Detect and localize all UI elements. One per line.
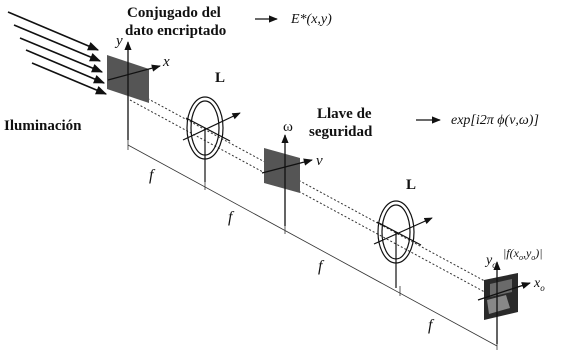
plate1-x-axis bbox=[107, 64, 161, 81]
output-intensity-expression: |f(xo,yo)| bbox=[503, 246, 543, 262]
conjugate-label-line2: dato encriptado bbox=[125, 23, 226, 39]
axis-label-yo: yo bbox=[484, 253, 497, 270]
axis-label-nu: ν bbox=[316, 153, 323, 169]
key-expression: exp[i2π ϕ(ν,ω)] bbox=[451, 113, 539, 128]
axis-label-x: x bbox=[162, 54, 170, 70]
conjugate-expression: E*(x,y) bbox=[290, 12, 332, 27]
optical-axis bbox=[129, 88, 506, 304]
focal-label-4: f bbox=[428, 317, 435, 334]
encrypted-data-plate bbox=[107, 41, 161, 140]
conjugate-label-line1: Conjugado del bbox=[127, 5, 221, 21]
lens-1 bbox=[182, 96, 241, 182]
output-x-axis bbox=[477, 282, 531, 301]
illumination-rays bbox=[7, 11, 108, 95]
plate2-nu-axis bbox=[261, 158, 313, 174]
focal-label-1: f bbox=[149, 167, 156, 184]
illumination-label: Iluminación bbox=[4, 118, 82, 134]
axis-label-omega: ω bbox=[283, 119, 293, 135]
lens-2 bbox=[373, 200, 433, 288]
axis-label-y: y bbox=[114, 33, 123, 49]
focal-guide-line bbox=[127, 138, 498, 350]
key-label-line2: seguridad bbox=[309, 124, 373, 140]
lens-2-label: L bbox=[406, 177, 416, 193]
key-label-line1: Llave de bbox=[317, 106, 372, 122]
focal-label-3: f bbox=[318, 258, 325, 275]
axis-label-xo: xo bbox=[533, 276, 545, 293]
focal-label-2: f bbox=[228, 209, 235, 226]
key-plate-square bbox=[264, 148, 300, 193]
output-image-plane bbox=[477, 261, 531, 344]
lens-1-label: L bbox=[215, 70, 225, 86]
security-key-plate bbox=[261, 134, 313, 226]
